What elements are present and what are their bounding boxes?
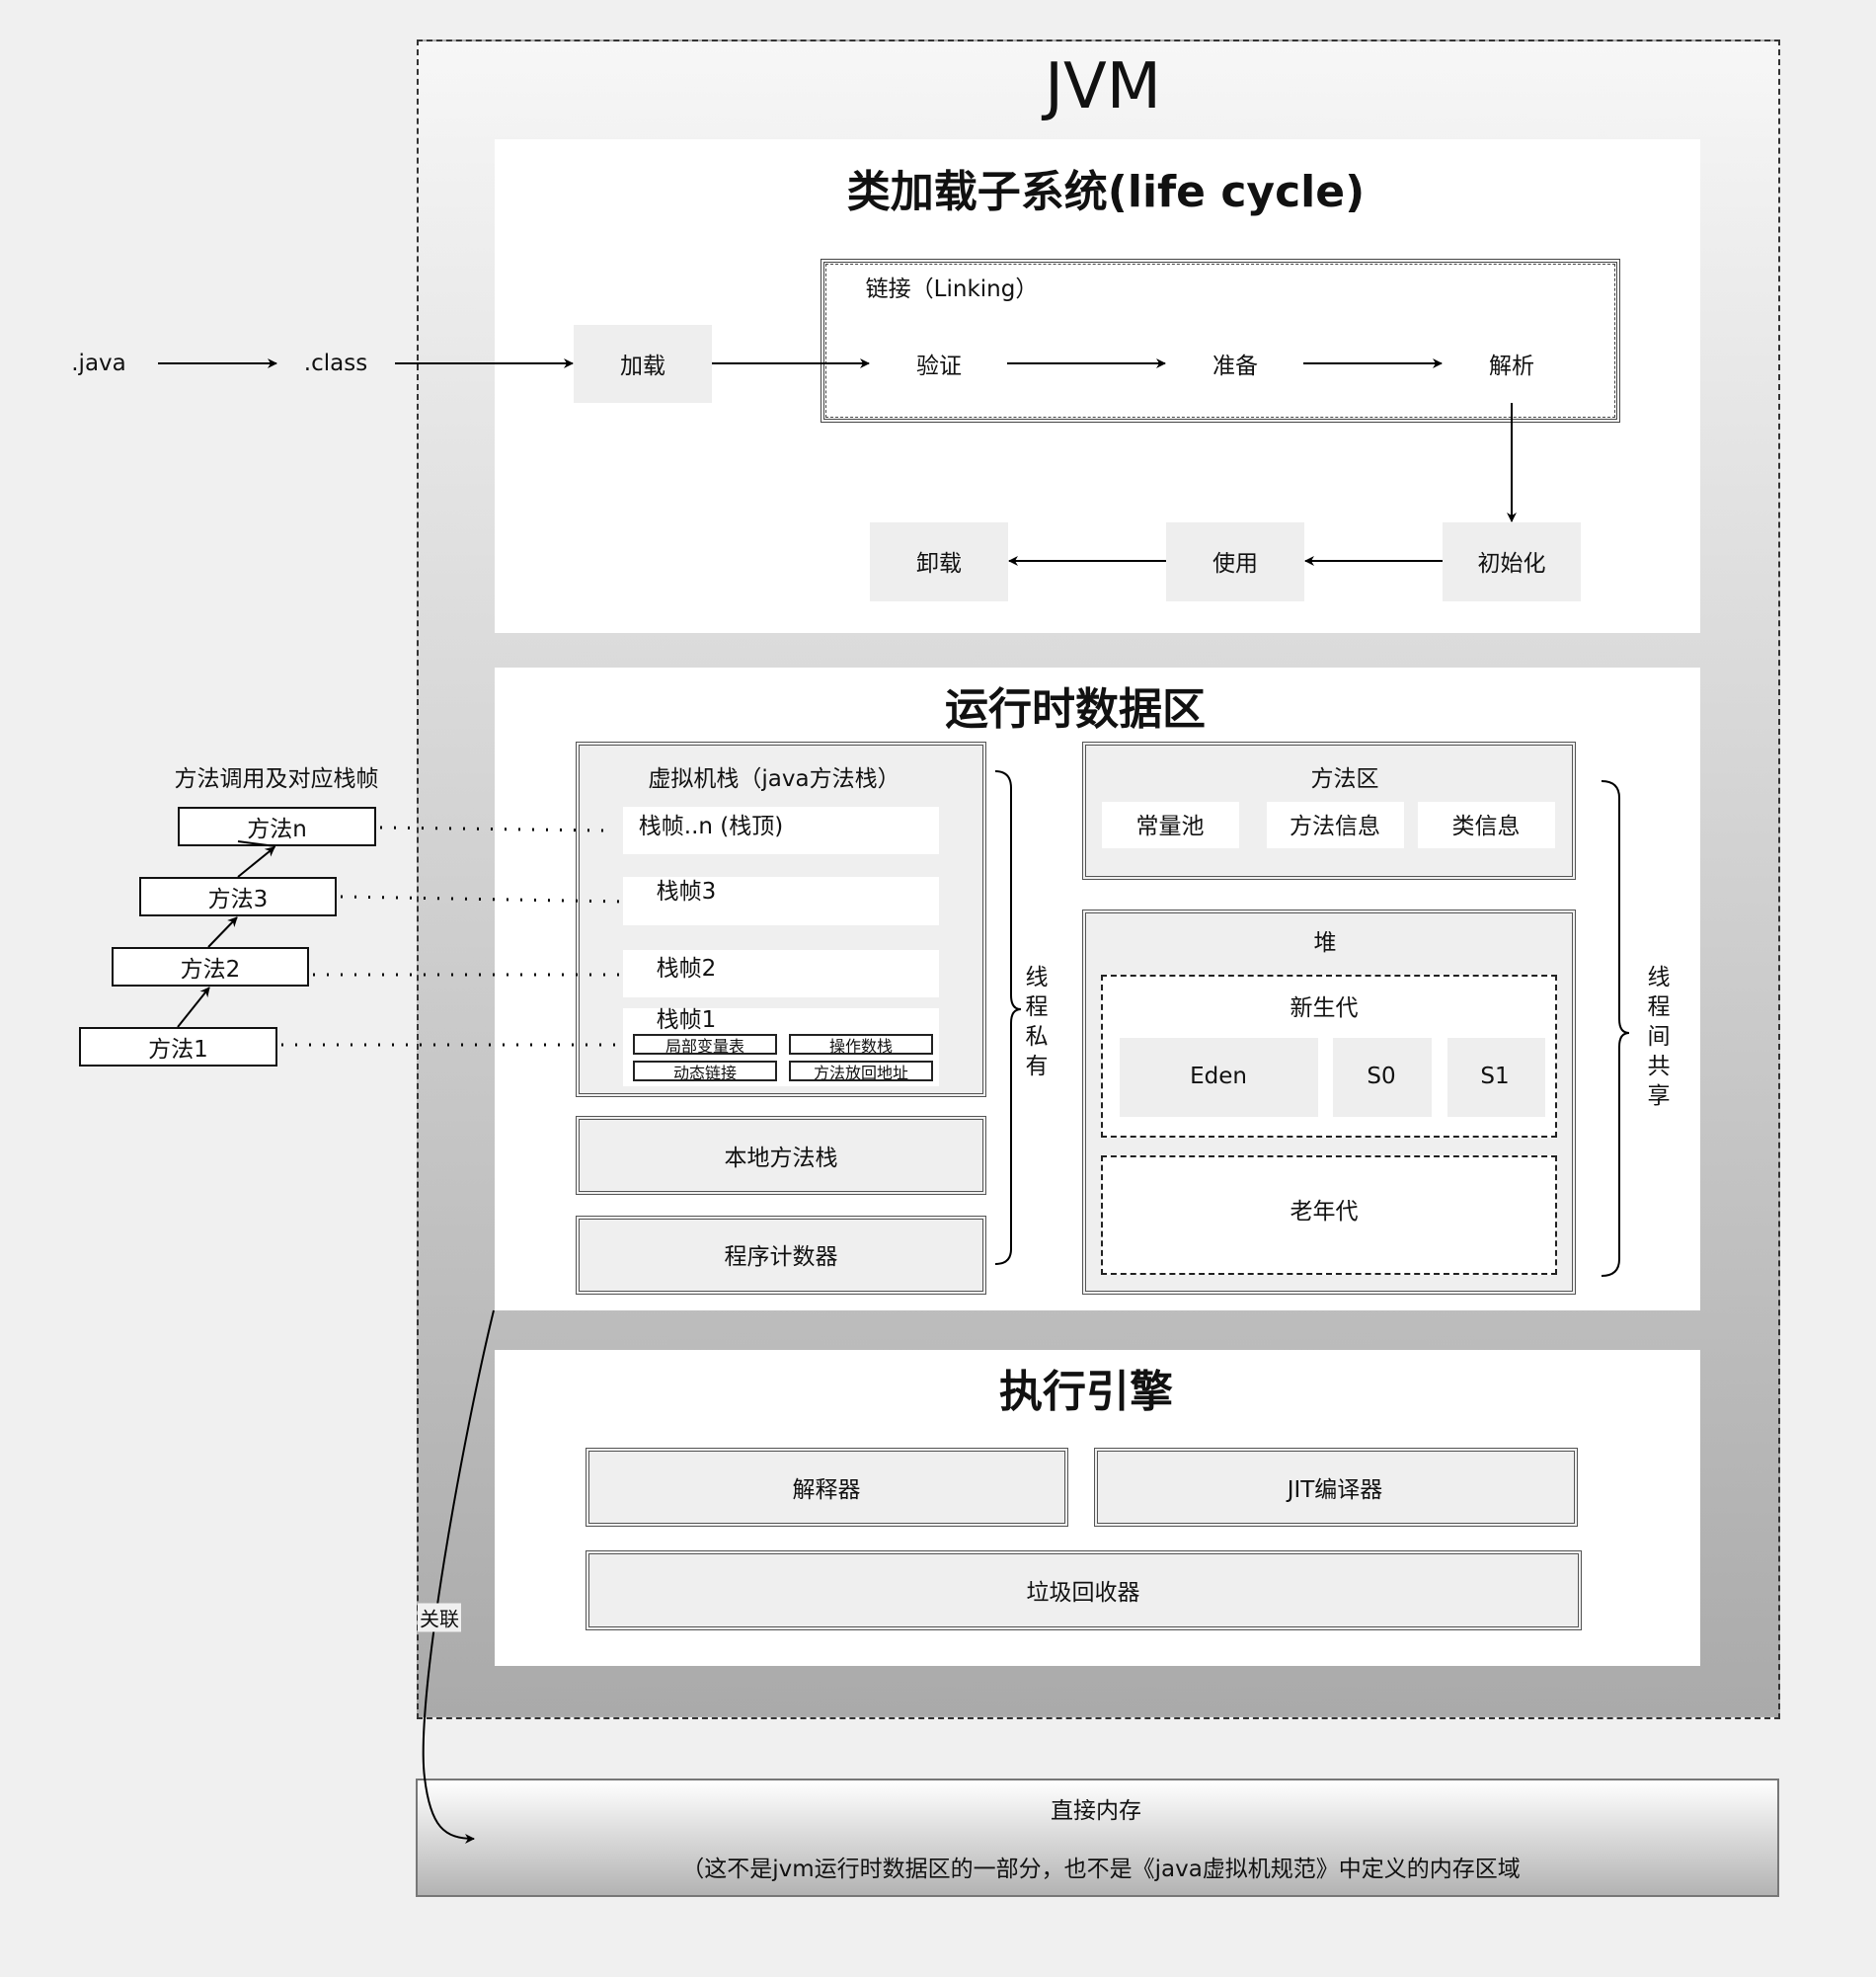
arrow-method3-to-methodn	[237, 840, 276, 847]
method-calls-title: 方法调用及对应栈帧	[174, 766, 379, 792]
linking-group	[821, 259, 1620, 423]
arrow-method1-up	[177, 987, 210, 1028]
stack-frame-2-label: 栈帧2	[656, 956, 717, 982]
interpreter	[586, 1448, 1068, 1527]
use-label: 使用	[1212, 551, 1258, 577]
jvm-title: JVM	[1045, 50, 1161, 123]
program-counter-label: 程序计数器	[724, 1244, 838, 1270]
vm-stack-title: 虚拟机栈（java方法栈）	[648, 766, 900, 792]
eden-space	[1120, 1038, 1318, 1117]
thread-shared-label: 线程间共享	[1647, 965, 1671, 1109]
local-variable-table: 局部变量表	[633, 1034, 777, 1056]
arrow-method2-up	[207, 916, 238, 948]
relation-curve	[422, 1309, 495, 1844]
linking-label: 链接（Linking）	[865, 277, 1039, 302]
direct-memory-title: 直接内存	[1051, 1798, 1141, 1824]
load-label: 加载	[620, 354, 665, 379]
java-file-label: .java	[71, 351, 126, 376]
s0-label: S0	[1367, 1064, 1396, 1089]
return-address: 方法放回地址	[789, 1061, 933, 1082]
thread-private-bracket	[994, 770, 1022, 1265]
arrow-method3-up	[237, 846, 275, 878]
unload-label: 卸载	[916, 551, 962, 577]
use-step[interactable]	[1166, 522, 1304, 601]
stack-frame-3-label: 栈帧3	[656, 879, 717, 905]
s0-space	[1333, 1038, 1432, 1117]
thread-private-label: 线程私有	[1025, 965, 1049, 1079]
initialize-label: 初始化	[1477, 551, 1546, 577]
young-generation-label: 新生代	[1290, 995, 1359, 1021]
s1-label: S1	[1480, 1064, 1510, 1089]
garbage-collector	[586, 1550, 1582, 1630]
jit-compiler-label: JIT编译器	[1287, 1477, 1383, 1503]
old-generation-label: 老年代	[1290, 1199, 1359, 1225]
method-1: 方法1	[79, 1027, 277, 1067]
method-info-label: 方法信息	[1290, 814, 1380, 839]
unload-step[interactable]	[870, 522, 1008, 601]
thread-shared-bracket	[1601, 780, 1630, 1277]
resolve-step: 解析	[1489, 354, 1534, 379]
stack-frame-2	[623, 950, 939, 997]
operand-stack: 操作数栈	[789, 1034, 933, 1056]
direct-memory-note: （这不是jvm运行时数据区的一部分，也不是《java虚拟机规范》中定义的内存区域	[681, 1857, 1521, 1882]
constant-pool	[1102, 802, 1239, 848]
jit-compiler	[1094, 1448, 1578, 1527]
class-loader-title: 类加载子系统(life cycle)	[846, 167, 1366, 217]
method-info	[1267, 802, 1404, 848]
old-generation	[1101, 1155, 1557, 1275]
class-info-label: 类信息	[1451, 814, 1521, 839]
initialize-step[interactable]	[1443, 522, 1581, 601]
dynamic-linking: 动态链接	[633, 1061, 777, 1082]
engine-title: 执行引擎	[999, 1367, 1173, 1417]
runtime-title: 运行时数据区	[945, 684, 1206, 735]
verify-step: 验证	[916, 354, 962, 379]
class-info	[1418, 802, 1555, 848]
s1-space	[1447, 1038, 1545, 1117]
constant-pool-label: 常量池	[1135, 814, 1205, 839]
garbage-collector-label: 垃圾回收器	[1026, 1580, 1140, 1606]
method-3: 方法3	[139, 877, 337, 916]
program-counter	[576, 1216, 986, 1295]
method-n: 方法n	[178, 807, 376, 846]
heap-title: 堆	[1313, 930, 1337, 956]
method-2: 方法2	[112, 947, 309, 987]
native-method-stack-label: 本地方法栈	[724, 1146, 838, 1171]
prepare-step: 准备	[1212, 354, 1258, 379]
direct-memory	[416, 1779, 1779, 1897]
dotted-link-method-3	[340, 895, 624, 904]
dotted-link-method-n	[379, 826, 604, 832]
stack-frame-3	[623, 877, 939, 925]
stack-frame-n-label: 栈帧..n (栈顶)	[638, 814, 784, 839]
relation-label: 关联	[418, 1603, 461, 1632]
native-method-stack	[576, 1116, 986, 1195]
load-step[interactable]	[574, 325, 712, 403]
method-area-title: 方法区	[1310, 766, 1379, 792]
interpreter-label: 解释器	[792, 1477, 861, 1503]
eden-label: Eden	[1190, 1064, 1247, 1089]
stack-frame-n	[623, 807, 939, 854]
class-file-label: .class	[303, 351, 368, 376]
stack-frame-1-label: 栈帧1	[656, 1007, 717, 1033]
